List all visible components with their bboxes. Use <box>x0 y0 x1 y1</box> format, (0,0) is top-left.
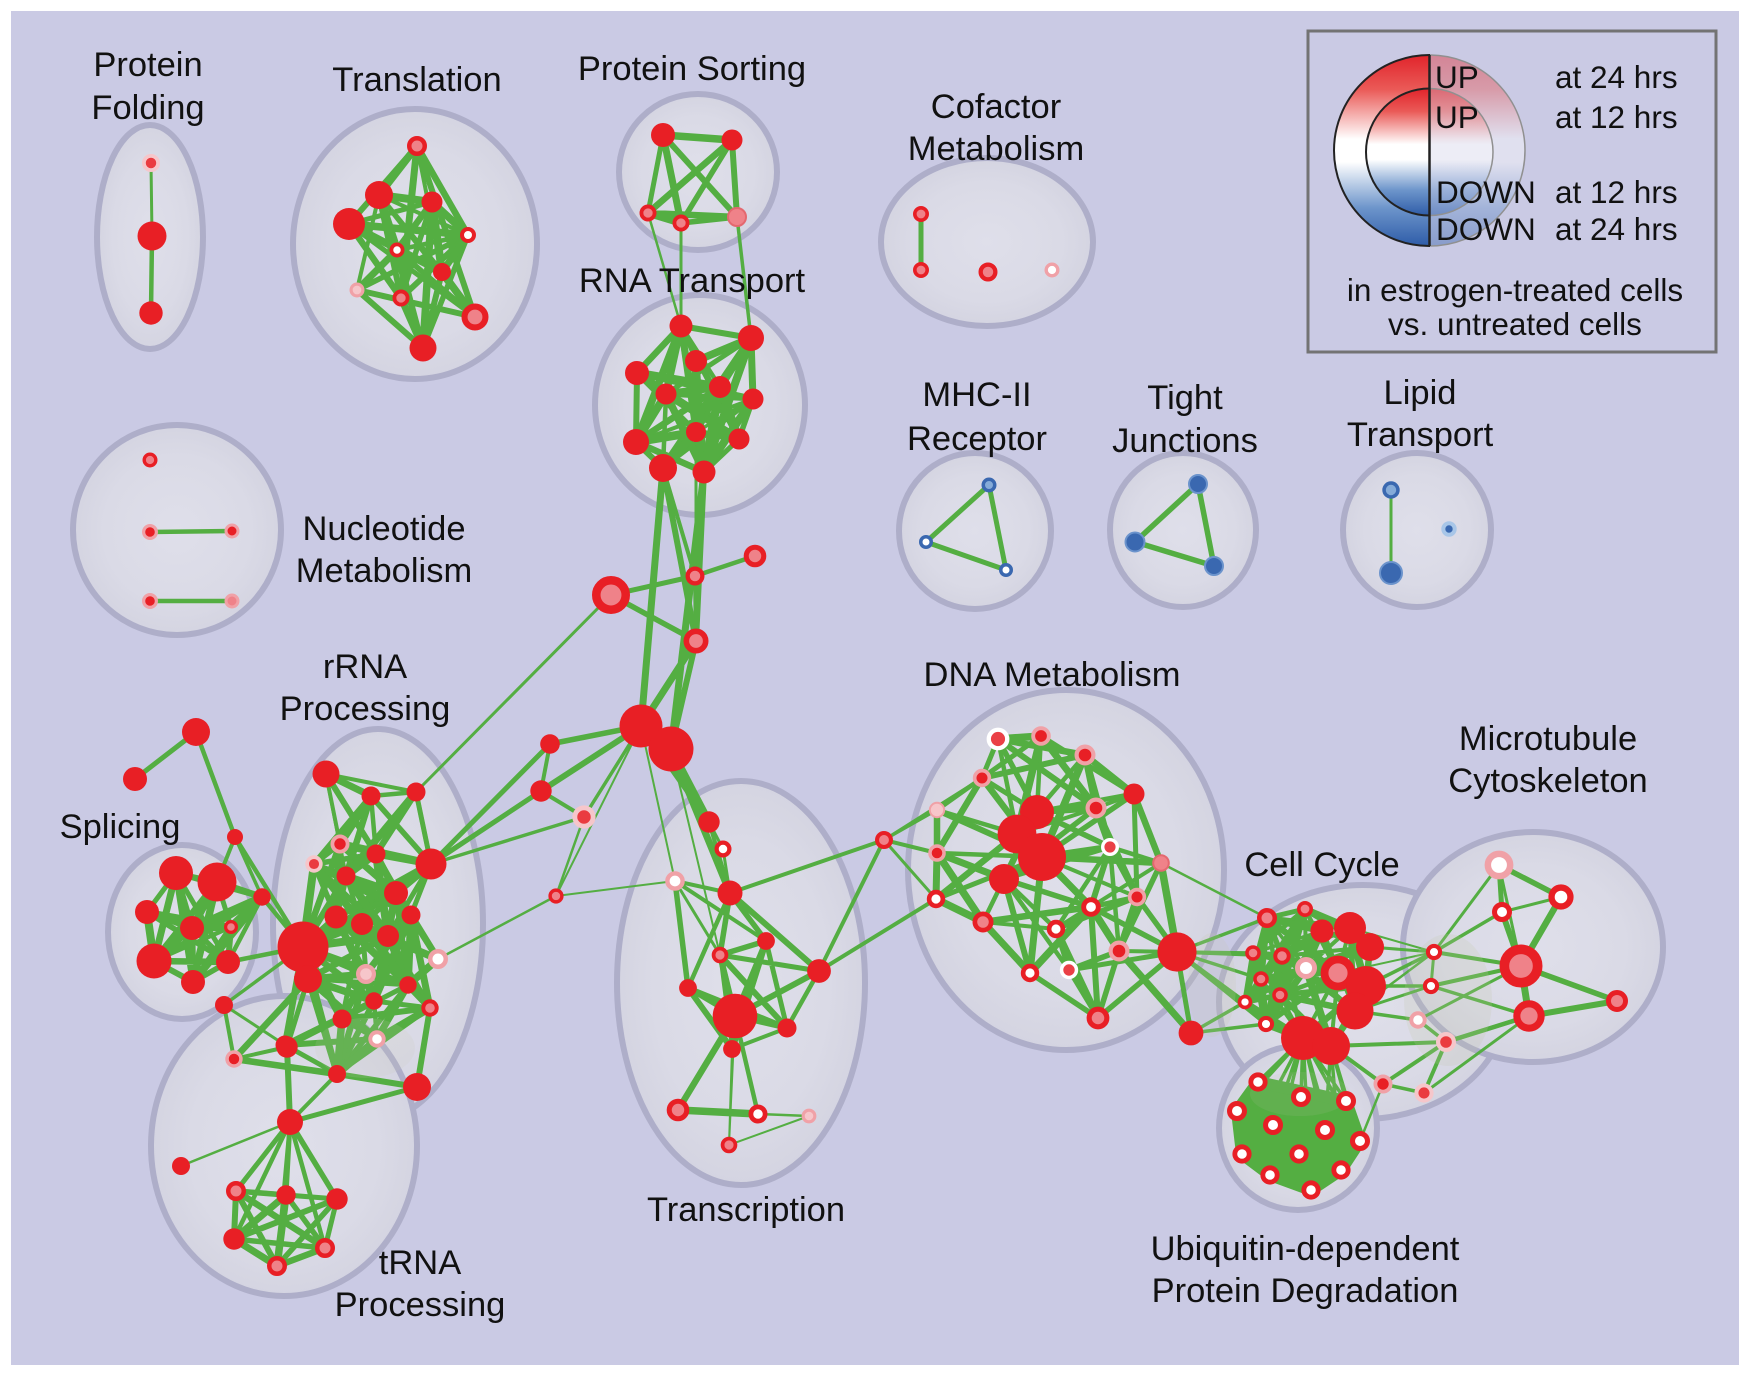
svg-text:Metabolism: Metabolism <box>296 552 472 590</box>
svg-text:Transcription: Transcription <box>647 1191 845 1229</box>
svg-text:MHC-II: MHC-II <box>922 376 1031 414</box>
svg-text:Ubiquitin-dependent: Ubiquitin-dependent <box>1151 1230 1460 1268</box>
svg-text:Tight: Tight <box>1147 379 1223 417</box>
svg-text:Protein: Protein <box>93 46 202 84</box>
svg-text:Lipid: Lipid <box>1384 374 1457 412</box>
svg-text:Receptor: Receptor <box>907 420 1047 458</box>
svg-text:Splicing: Splicing <box>60 808 181 846</box>
svg-text:Junctions: Junctions <box>1112 422 1258 460</box>
svg-text:DOWN: DOWN <box>1436 211 1536 247</box>
svg-text:DNA Metabolism: DNA Metabolism <box>924 656 1181 694</box>
svg-text:Translation: Translation <box>332 61 501 99</box>
svg-text:Protein Sorting: Protein Sorting <box>578 50 806 88</box>
svg-text:Cytoskeleton: Cytoskeleton <box>1448 762 1647 800</box>
svg-text:Processing: Processing <box>335 1286 506 1324</box>
svg-text:rRNA: rRNA <box>323 648 407 686</box>
svg-text:Microtubule: Microtubule <box>1459 720 1637 758</box>
svg-text:UP: UP <box>1435 99 1479 135</box>
svg-text:Cofactor: Cofactor <box>931 88 1061 126</box>
svg-text:Protein Degradation: Protein Degradation <box>1152 1272 1459 1310</box>
svg-text:Cell Cycle: Cell Cycle <box>1244 846 1399 884</box>
svg-text:DOWN: DOWN <box>1436 174 1536 210</box>
svg-text:in estrogen-treated cells: in estrogen-treated cells <box>1347 272 1683 308</box>
svg-text:Transport: Transport <box>1347 416 1494 454</box>
svg-text:vs. untreated cells: vs. untreated cells <box>1388 306 1642 342</box>
svg-text:tRNA: tRNA <box>379 1244 461 1282</box>
svg-text:at 24 hrs: at 24 hrs <box>1555 59 1678 95</box>
svg-text:at 12 hrs: at 12 hrs <box>1555 99 1678 135</box>
svg-text:Folding: Folding <box>91 89 204 127</box>
svg-text:at 24 hrs: at 24 hrs <box>1555 211 1678 247</box>
svg-text:RNA Transport: RNA Transport <box>579 262 806 300</box>
svg-text:Nucleotide: Nucleotide <box>302 510 465 548</box>
svg-text:Processing: Processing <box>280 690 451 728</box>
svg-text:UP: UP <box>1435 59 1479 95</box>
svg-text:Metabolism: Metabolism <box>908 130 1084 168</box>
svg-text:at 12 hrs: at 12 hrs <box>1555 174 1678 210</box>
